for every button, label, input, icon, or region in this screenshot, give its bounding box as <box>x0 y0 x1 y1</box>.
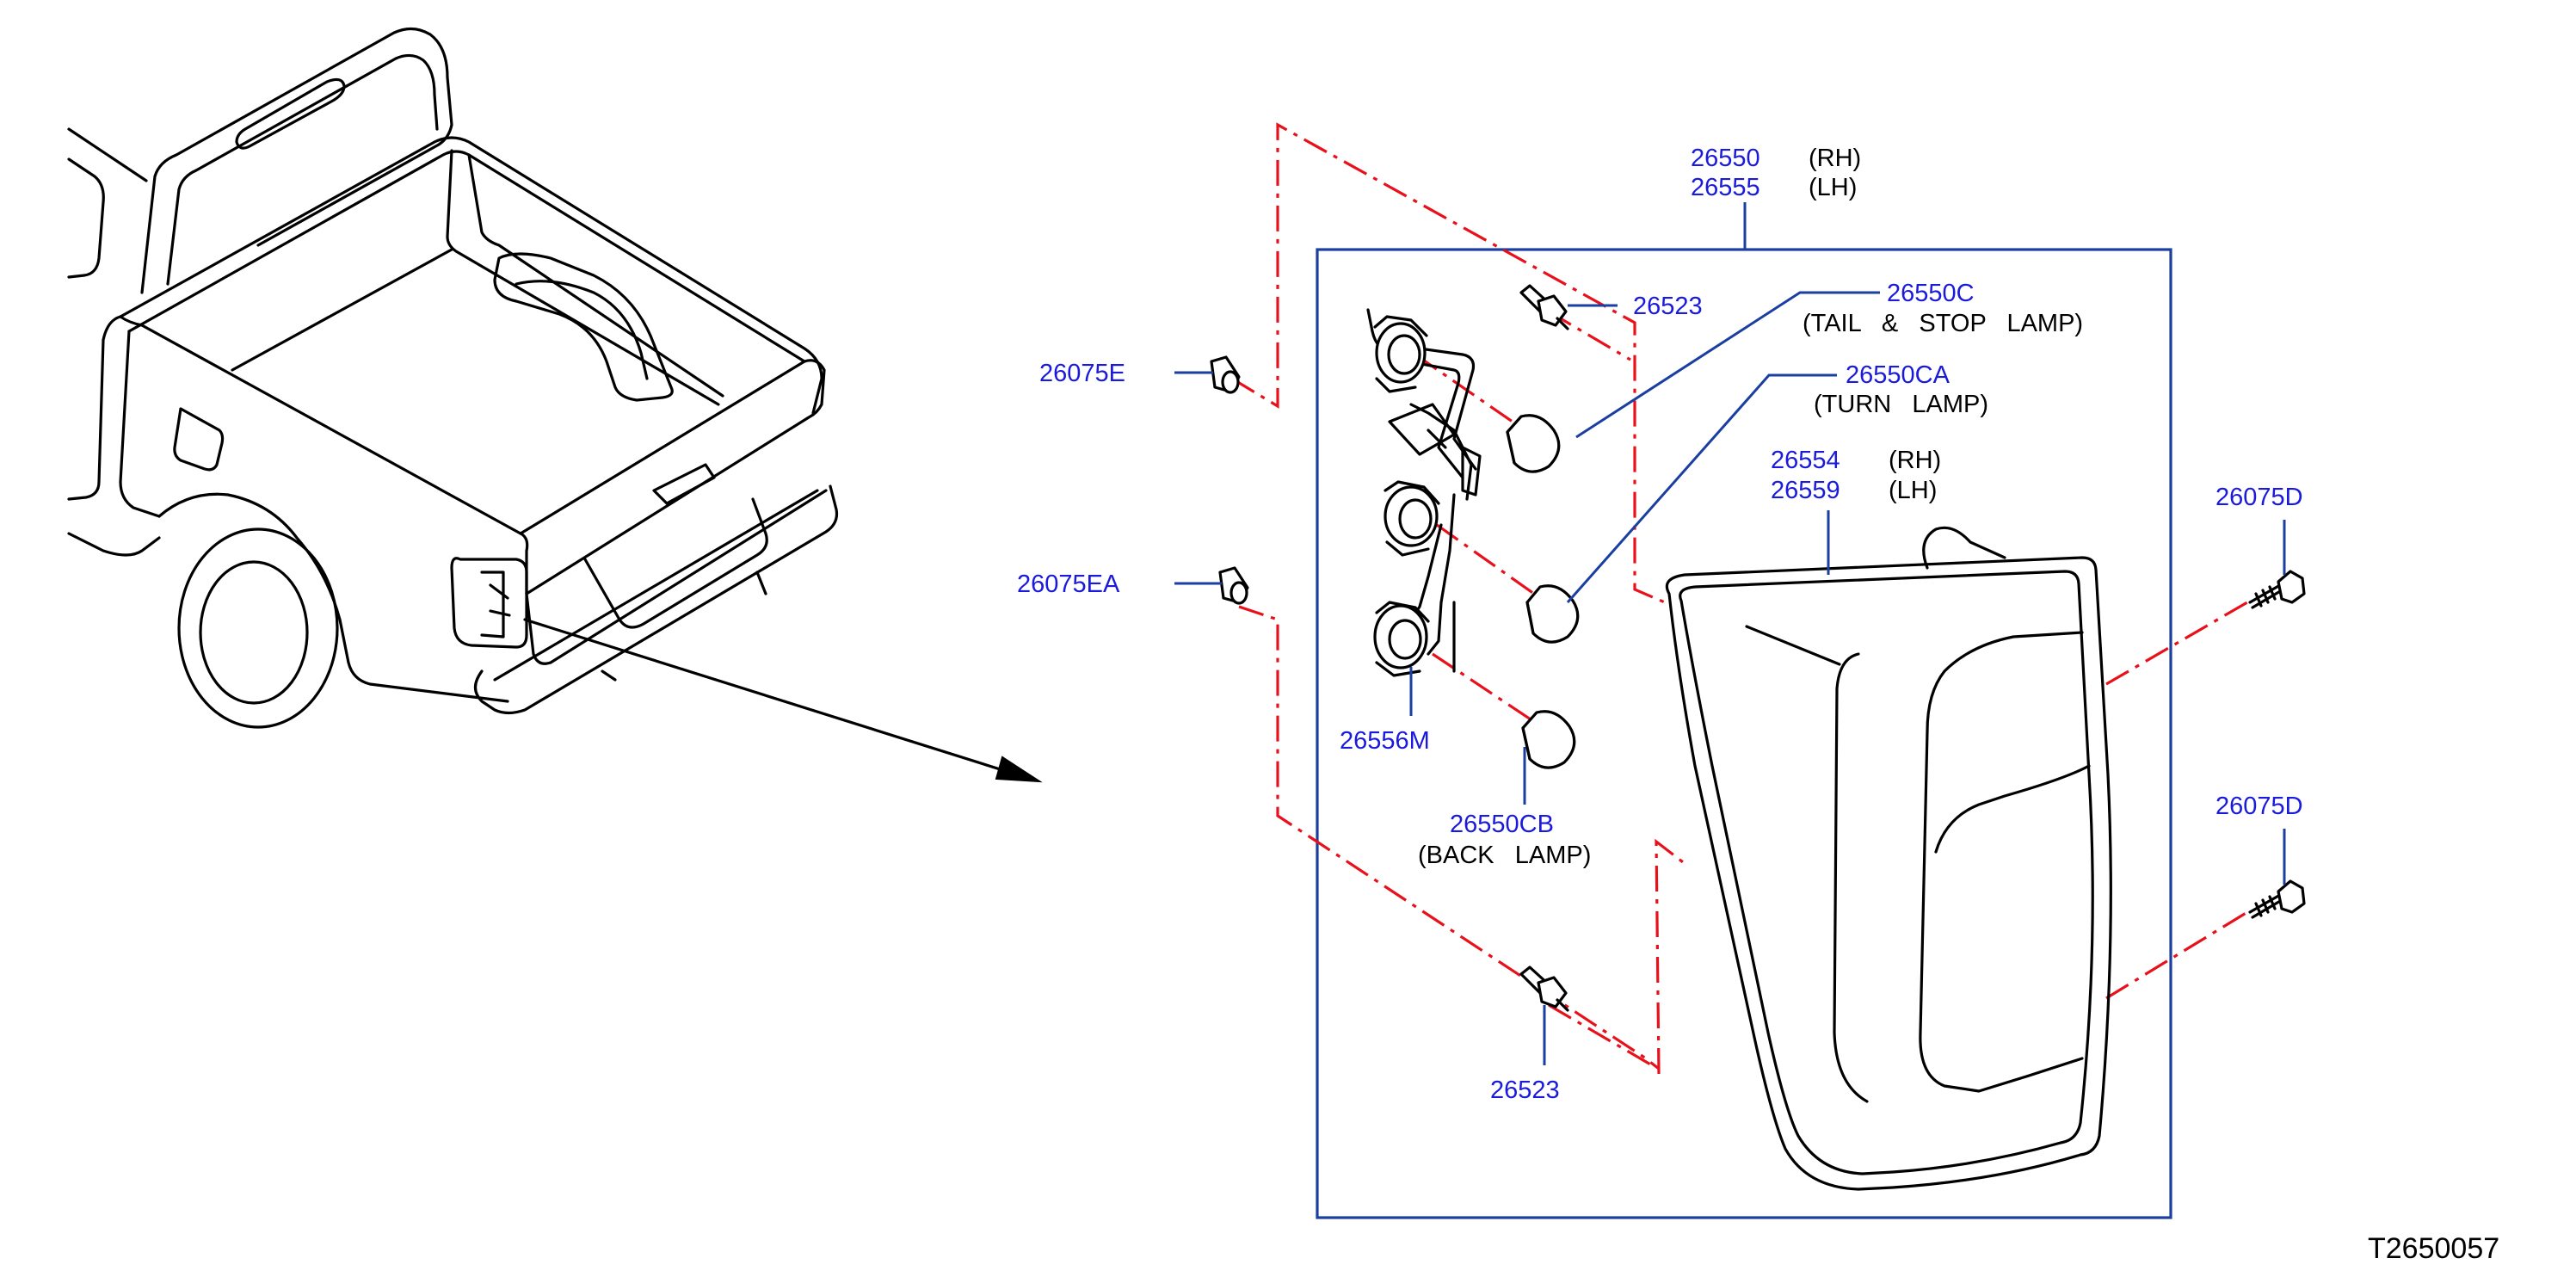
socket-harness <box>1366 308 1482 677</box>
screw-top <box>1519 284 1569 330</box>
callout-turn-lamp: 26550CA (TURN LAMP) <box>1814 361 1988 418</box>
socket-harness-number: 26556M <box>1340 727 1430 755</box>
diagram-reference-code: T2650057 <box>2368 1232 2499 1265</box>
back-lamp-label: (BACK LAMP) <box>1418 842 1591 869</box>
tail-stop-lamp-number: 26550C <box>1887 280 1975 307</box>
bolt-lower <box>2248 879 2306 919</box>
housing-lh-side: (LH) <box>1889 477 1937 504</box>
housing-rh-side: (RH) <box>1889 447 1941 474</box>
bulb-back <box>1521 710 1576 769</box>
assembly-rh-side: (RH) <box>1809 145 1861 172</box>
screw-top-number: 26523 <box>1633 293 1703 320</box>
truck-rear-illustration <box>67 27 1043 783</box>
housing-lh-number: 26559 <box>1771 477 1840 504</box>
bulb-turn <box>1525 584 1580 644</box>
assembly-lh-side: (LH) <box>1809 174 1857 201</box>
assembly-lines <box>1231 122 2248 1075</box>
callout-assembly: 26550 (RH) 26555 (LH) <box>1691 145 1861 201</box>
bolt-lower-number: 26075D <box>2215 793 2303 820</box>
bolt-upper <box>2248 570 2306 609</box>
grommet-upper <box>1210 355 1241 394</box>
grommet-lower <box>1218 566 1249 605</box>
assembly-rh-number: 26550 <box>1691 145 1760 172</box>
bulb-tail-stop <box>1506 414 1561 473</box>
screw-bottom <box>1519 965 1569 1012</box>
bolt-upper-number: 26075D <box>2215 484 2303 511</box>
grommet-lower-number: 26075EA <box>1017 571 1120 598</box>
callout-housing: 26554 (RH) 26559 (LH) <box>1771 447 1941 504</box>
turn-lamp-label: (TURN LAMP) <box>1814 391 1988 418</box>
assembly-lh-number: 26555 <box>1691 174 1760 201</box>
callout-tail-stop-lamp: 26550C (TAIL & STOP LAMP) <box>1803 280 2083 337</box>
lamp-housing <box>1665 526 2112 1191</box>
back-lamp-number: 26550CB <box>1450 811 1554 838</box>
turn-lamp-number: 26550CA <box>1846 361 1950 389</box>
leader-lines <box>1174 291 2286 1065</box>
callout-back-lamp: 26550CB (BACK LAMP) <box>1418 811 1591 869</box>
grommet-upper-number: 26075E <box>1039 360 1125 387</box>
tail-stop-lamp-label: (TAIL & STOP LAMP) <box>1803 310 2083 337</box>
screw-bottom-number: 26523 <box>1490 1077 1560 1104</box>
housing-rh-number: 26554 <box>1771 447 1840 474</box>
